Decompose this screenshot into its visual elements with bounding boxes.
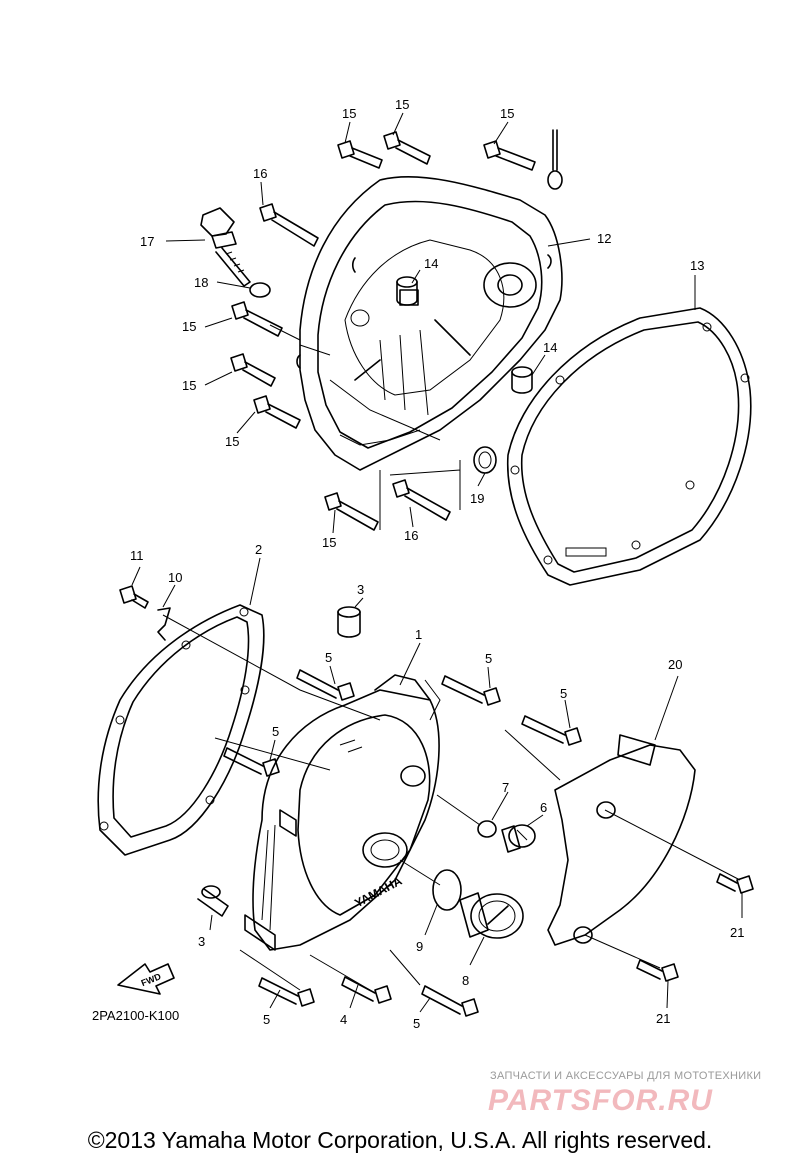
dowel-pin-14 (396, 276, 533, 394)
plug-6 (501, 824, 536, 853)
callout-15: 15 (182, 319, 196, 334)
callout-12: 12 (597, 231, 611, 246)
callout-5: 5 (413, 1016, 420, 1031)
dowel-pin-3 (197, 606, 361, 917)
callout-13: 13 (690, 258, 704, 273)
callout-5: 5 (485, 651, 492, 666)
callout-5: 5 (325, 650, 332, 665)
callout-5: 5 (263, 1012, 270, 1027)
callout-15: 15 (322, 535, 336, 550)
callout-15: 15 (225, 434, 239, 449)
callout-15: 15 (395, 97, 409, 112)
bolts-upper (230, 131, 536, 531)
callout-16: 16 (404, 528, 418, 543)
copyright-notice: ©2013 Yamaha Motor Corporation, U.S.A. A… (87, 1127, 713, 1153)
callout-10: 10 (168, 570, 182, 585)
callout-8: 8 (462, 973, 469, 988)
fwd-label: FWD (140, 971, 163, 988)
callout-15: 15 (182, 378, 196, 393)
callout-17: 17 (140, 234, 154, 249)
callout-19: 19 (470, 491, 484, 506)
callout-18: 18 (194, 275, 208, 290)
callout-11: 11 (130, 548, 144, 563)
o-ring-7 (477, 820, 497, 838)
callout-1: 1 (415, 627, 422, 642)
callout-14: 14 (543, 340, 557, 355)
callout-16: 16 (253, 166, 267, 181)
crankcase-cover-12 (296, 175, 563, 471)
cable-fitting (547, 129, 563, 190)
bolts-lower (223, 669, 754, 1017)
callout-15: 15 (500, 106, 514, 121)
o-ring-9 (432, 869, 462, 911)
callout-labels: 1 2 3 3 4 5 5 5 5 5 5 6 7 8 9 10 11 12 1… (130, 97, 744, 1031)
plug-8 (459, 892, 524, 939)
callout-9: 9 (416, 939, 423, 954)
leader-lines-upper (165, 112, 696, 534)
callout-15: 15 (342, 106, 356, 121)
gasket-13 (506, 307, 752, 586)
clamp-10 (157, 607, 171, 641)
callout-3: 3 (198, 934, 205, 949)
callout-6: 6 (540, 800, 547, 815)
cover-20 (547, 734, 696, 946)
oil-level-gauge-17 (200, 207, 251, 287)
callout-5: 5 (560, 686, 567, 701)
bolt-11 (119, 585, 149, 609)
callout-7: 7 (502, 780, 509, 795)
oil-seal-19 (473, 446, 497, 474)
callout-21: 21 (656, 1011, 670, 1026)
cover-brand-label: YAMAHA (352, 874, 404, 911)
callout-4: 4 (340, 1012, 347, 1027)
watermark-tagline: ЗАПЧАСТИ И АКСЕССУАРЫ ДЛЯ МОТОТЕХНИКИ (490, 1070, 762, 1082)
callout-21: 21 (730, 925, 744, 940)
leader-lines-lower (131, 557, 743, 1013)
diagram-code: 2PA2100-K100 (92, 1008, 180, 1023)
gasket-2 (97, 604, 265, 856)
callout-14: 14 (424, 256, 438, 271)
callout-5: 5 (272, 724, 279, 739)
forward-arrow-icon: FWD (117, 963, 175, 995)
o-ring-18 (249, 282, 271, 298)
callout-2: 2 (255, 542, 262, 557)
crankcase-cover-1: YAMAHA (244, 674, 440, 951)
callout-3: 3 (357, 582, 364, 597)
watermark-logo: PARTSFOR.RU (488, 1084, 713, 1117)
callout-20: 20 (668, 657, 682, 672)
